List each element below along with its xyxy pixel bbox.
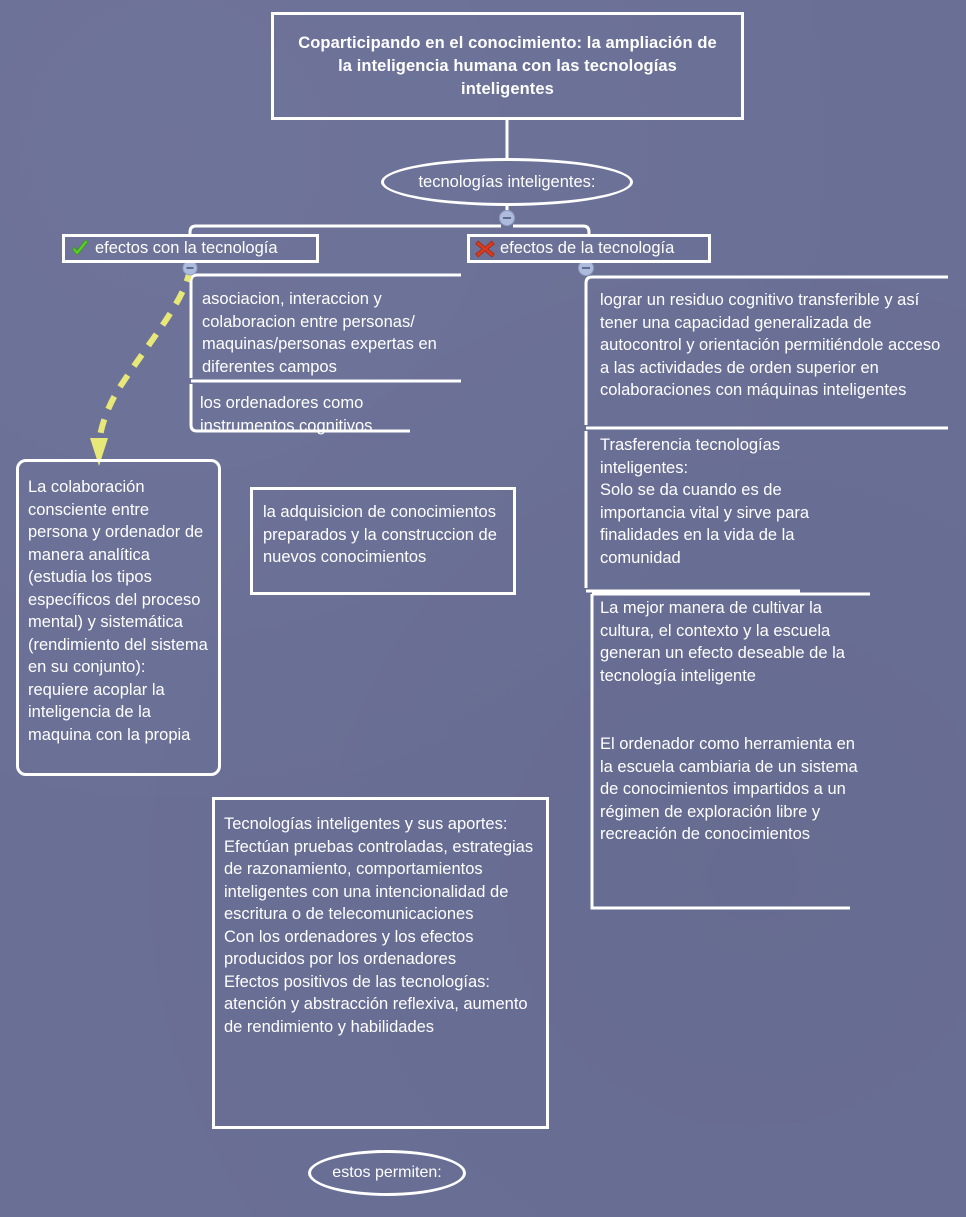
note-ordenador-escuela[interactable]: El ordenador como herramienta en la escu…: [600, 735, 858, 843]
red-cross-icon: [474, 238, 496, 260]
root-title-box[interactable]: Coparticipando en el conocimiento: la am…: [271, 12, 744, 120]
root-title-label: Coparticipando en el conocimiento: la am…: [298, 33, 717, 98]
center-node-label: tecnologías inteligentes:: [418, 172, 596, 191]
toggle-left-branch: [182, 260, 198, 276]
bottom-node-label: estos permiten:: [332, 1164, 442, 1181]
link-right-item1-top: [584, 275, 948, 284]
note-adquisicion[interactable]: la adquisicion de conocimientos preparad…: [250, 487, 516, 595]
bottom-node-estos-permiten[interactable]: estos permiten:: [308, 1150, 466, 1196]
dashed-arrow-to-colaboracion: [90, 267, 193, 466]
branch-efectos-con-la-tecnologia[interactable]: efectos con la tecnología: [62, 234, 319, 263]
branch-efectos-de-la-tecnologia[interactable]: efectos de la tecnología: [467, 234, 711, 263]
note-tecnologias-aportes[interactable]: Tecnologías inteligentes y sus aportes: …: [212, 797, 549, 1129]
toggle-center: [499, 210, 515, 226]
link-bracket-right: [513, 224, 591, 234]
green-check-icon: [69, 238, 91, 260]
note-asociacion[interactable]: asociacion, interaccion y colaboracion e…: [202, 290, 437, 376]
center-node-tecnologias[interactable]: tecnologías inteligentes:: [381, 158, 633, 206]
note-mejor-manera[interactable]: La mejor manera de cultivar la cultura, …: [600, 599, 845, 685]
note-ordenadores-cognitivos[interactable]: los ordenadores como instrumentos cognit…: [200, 394, 373, 435]
branch-left-label: efectos con la tecnología: [95, 239, 278, 257]
link-left-item1-top: [189, 273, 461, 282]
note-colaboracion-consciente[interactable]: La colaboración consciente entre persona…: [16, 459, 221, 776]
note-residuo-cognitivo[interactable]: lograr un residuo cognitivo transferible…: [600, 291, 941, 399]
branch-right-label: efectos de la tecnología: [500, 239, 675, 257]
note-trasferencia[interactable]: Trasferencia tecnologías inteligentes: S…: [600, 436, 810, 567]
link-bracket-left: [188, 224, 501, 234]
